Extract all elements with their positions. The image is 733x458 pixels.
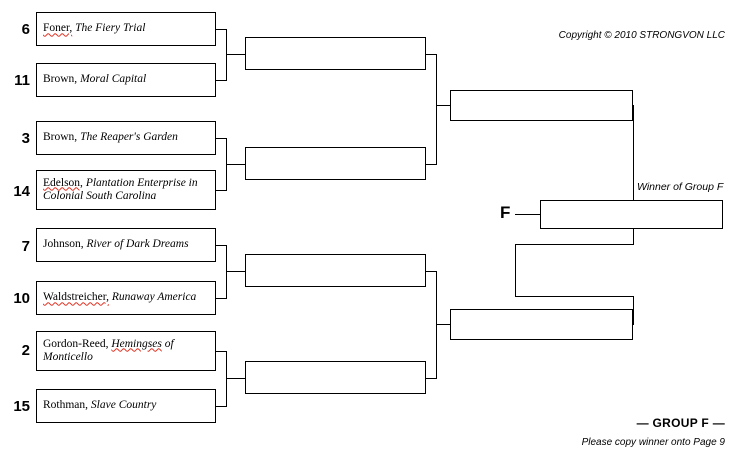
connector-line	[226, 245, 227, 299]
connector-line	[436, 54, 437, 165]
winner-of-group-label: Winner of Group F	[637, 181, 724, 193]
seed-number: 11	[14, 72, 30, 89]
round2-slot-box[interactable]	[245, 37, 426, 70]
round1-entry-box[interactable]: Johnson, River of Dark Dreams	[36, 228, 216, 262]
round2-slot-box[interactable]	[245, 147, 426, 180]
connector-line	[633, 105, 634, 245]
connector-line	[216, 351, 227, 352]
round2-slot-box[interactable]	[245, 361, 426, 394]
connector-line	[426, 54, 437, 55]
entry-title: The Fiery Trial	[75, 22, 146, 35]
connector-line	[436, 324, 451, 325]
round1-entry-box[interactable]: Brown, Moral Capital	[36, 63, 216, 97]
connector-line	[226, 271, 246, 272]
connector-line	[216, 29, 227, 30]
entry-title-rest: of Monticello	[43, 337, 174, 364]
seed-number: 10	[13, 290, 30, 307]
entry-author: Gordon-Reed,	[43, 337, 109, 350]
round2-slot-box[interactable]	[245, 254, 426, 287]
entry-author: Waldstreicher,	[43, 291, 109, 304]
connector-line	[226, 29, 227, 81]
entry-author: Rothman,	[43, 399, 89, 412]
seed-number: 15	[13, 398, 30, 415]
entry-title: Moral Capital	[80, 73, 147, 86]
connector-line	[216, 190, 227, 191]
entry-title: The Reaper's Garden	[80, 131, 178, 144]
entry-text: Waldstreicher, Runaway America	[43, 291, 196, 305]
final-round-marker: F	[500, 203, 511, 222]
seed-number: 14	[13, 183, 30, 200]
connector-line	[426, 378, 437, 379]
connector-line	[216, 298, 227, 299]
round1-entry-box[interactable]: Brown, The Reaper's Garden	[36, 121, 216, 155]
round1-entry-box[interactable]: Gordon-Reed, Hemingses of Monticello	[36, 331, 216, 371]
connector-line	[426, 271, 437, 272]
entry-text: Edelson, Plantation Enterprise in Coloni…	[43, 177, 210, 204]
entry-author: Foner,	[43, 22, 73, 35]
entry-text: Rothman, Slave Country	[43, 399, 156, 413]
final-winner-box[interactable]	[540, 200, 723, 229]
connector-line	[515, 296, 634, 297]
entry-title: Slave Country	[90, 399, 157, 412]
entry-text: Gordon-Reed, Hemingses of Monticello	[43, 338, 210, 365]
connector-line	[515, 244, 634, 245]
entry-author: Brown,	[43, 131, 78, 144]
round1-entry-box[interactable]: Edelson, Plantation Enterprise in Coloni…	[36, 170, 216, 210]
seed-number: 2	[21, 342, 30, 359]
connector-line	[515, 214, 541, 215]
entry-title: River of Dark Dreams	[86, 238, 189, 251]
entry-author: Edelson,	[43, 176, 83, 189]
connector-line	[226, 164, 246, 165]
connector-line	[216, 406, 227, 407]
round1-entry-box[interactable]: Rothman, Slave Country	[36, 389, 216, 423]
entry-title: Plantation Enterprise in Colonial South …	[43, 176, 198, 203]
copyright-notice: Copyright © 2010 STRONGVON LLC	[558, 30, 725, 41]
entry-author: Johnson,	[43, 238, 84, 251]
group-title: — GROUP F —	[636, 416, 725, 430]
entry-text: Brown, The Reaper's Garden	[43, 131, 178, 145]
connector-line	[216, 80, 227, 81]
connector-line	[426, 164, 437, 165]
connector-line	[226, 54, 246, 55]
footer-instruction: Please copy winner onto Page 9	[581, 437, 725, 448]
entry-text: Foner, The Fiery Trial	[43, 22, 145, 36]
connector-line	[226, 351, 227, 407]
seed-number: 6	[21, 21, 30, 38]
connector-line	[436, 105, 451, 106]
connector-line	[515, 244, 516, 297]
entry-title: Runaway America	[111, 291, 197, 304]
seed-number: 7	[21, 238, 30, 255]
connector-line	[436, 271, 437, 379]
round1-entry-box[interactable]: Foner, The Fiery Trial	[36, 12, 216, 46]
entry-text: Johnson, River of Dark Dreams	[43, 238, 189, 252]
seed-number: 3	[21, 130, 30, 147]
connector-line	[216, 138, 227, 139]
round1-entry-box[interactable]: Waldstreicher, Runaway America	[36, 281, 216, 315]
entry-title: Hemingses of Monticello	[43, 338, 174, 364]
entry-author: Brown,	[43, 73, 78, 86]
connector-line	[633, 296, 634, 325]
entry-title-flagged: Hemingses	[111, 337, 162, 350]
round3-slot-box[interactable]	[450, 309, 633, 340]
entry-text: Brown, Moral Capital	[43, 73, 146, 87]
connector-line	[216, 245, 227, 246]
connector-line	[226, 378, 246, 379]
round3-slot-box[interactable]	[450, 90, 633, 121]
